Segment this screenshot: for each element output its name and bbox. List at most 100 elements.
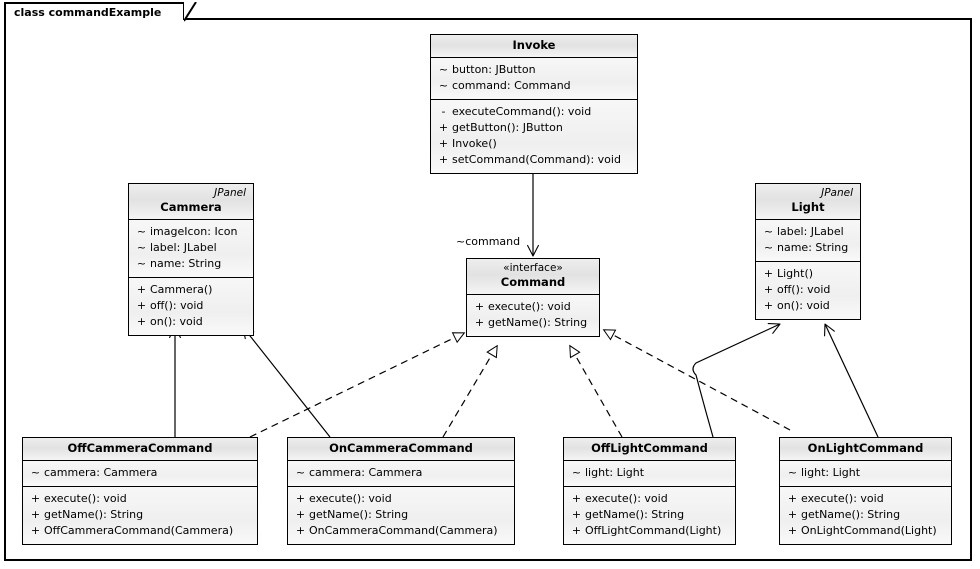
operation-row: + Light(): [760, 266, 856, 282]
attributes-section-light: ~ label: JLabel ~ name: String: [756, 220, 860, 261]
operation-row: + getName(): String: [292, 507, 510, 523]
visibility-marker: ~: [763, 241, 774, 254]
attribute-row: ~ light: Light: [568, 465, 731, 481]
operation-row: + getName(): String: [568, 507, 731, 523]
operation-row: + execute(): void: [292, 491, 510, 507]
attribute-row: ~ label: JLabel: [760, 224, 856, 240]
visibility-marker: ~: [30, 466, 41, 479]
visibility-marker: -: [441, 105, 446, 118]
attribute-text: imageIcon: Icon: [150, 225, 238, 238]
operations-section-invoke: - executeCommand(): void + getButton(): …: [431, 99, 637, 173]
relationship-offcammeracommand-command: [250, 333, 464, 437]
visibility-marker: +: [136, 315, 147, 328]
operation-row: + getName(): String: [27, 507, 253, 523]
operation-row: + off(): void: [133, 298, 249, 314]
attribute-text: light: Light: [585, 466, 645, 479]
operation-text: getName(): String: [801, 508, 901, 521]
visibility-marker: +: [787, 508, 798, 521]
operation-text: getName(): String: [44, 508, 144, 521]
attributes-section-onlightcommand: ~ light: Light: [780, 461, 951, 486]
class-header-cammera: JPanel Cammera: [129, 184, 253, 220]
operations-section-onlightcommand: + execute(): void + getName(): String + …: [780, 486, 951, 544]
visibility-marker: +: [474, 300, 485, 313]
operation-text: OffCammeraCommand(Cammera): [44, 524, 234, 537]
operation-text: Cammera(): [150, 283, 213, 296]
visibility-marker: +: [295, 508, 306, 521]
operations-section-offlightcommand: + execute(): void + getName(): String + …: [564, 486, 735, 544]
class-box-offcammeracommand[interactable]: OffCammeraCommand ~ cammera: Cammera + e…: [22, 437, 258, 545]
operation-text: execute(): void: [309, 492, 392, 505]
visibility-marker: +: [571, 508, 582, 521]
relationship-oncammeracommand-cammera: [243, 327, 330, 437]
visibility-marker: ~: [136, 225, 147, 238]
diagram-frame-tab: class commandExample: [4, 2, 186, 20]
class-box-onlightcommand[interactable]: OnLightCommand ~ light: Light + execute(…: [779, 437, 952, 545]
attribute-text: light: Light: [801, 466, 861, 479]
attribute-text: cammera: Cammera: [44, 466, 158, 479]
visibility-marker: ~: [438, 79, 449, 92]
class-name-invoke: Invoke: [512, 38, 556, 52]
operation-row: - executeCommand(): void: [435, 104, 633, 120]
visibility-marker: +: [787, 492, 798, 505]
operation-text: execute(): void: [488, 300, 571, 313]
operations-section-offcammeracommand: + execute(): void + getName(): String + …: [23, 486, 257, 544]
class-header-command: «interface» Command: [467, 259, 599, 295]
operation-row: + execute(): void: [568, 491, 731, 507]
class-box-light[interactable]: JPanel Light ~ label: JLabel ~ name: Str…: [755, 183, 861, 320]
diagram-frame-label: class commandExample: [14, 5, 162, 19]
class-name-offcammeracommand: OffCammeraCommand: [67, 441, 213, 455]
operation-row: + Invoke(): [435, 136, 633, 152]
class-header-oncammeracommand: OnCammeraCommand: [288, 438, 514, 461]
class-name-oncammeracommand: OnCammeraCommand: [329, 441, 473, 455]
operation-text: execute(): void: [801, 492, 884, 505]
attribute-text: button: JButton: [452, 63, 536, 76]
operation-text: setCommand(Command): void: [452, 153, 621, 166]
operation-text: getName(): String: [488, 316, 588, 329]
class-box-cammera[interactable]: JPanel Cammera ~ imageIcon: Icon ~ label…: [128, 183, 254, 336]
attribute-row: ~ cammera: Cammera: [27, 465, 253, 481]
visibility-marker: +: [571, 524, 582, 537]
class-header-invoke: Invoke: [431, 35, 637, 58]
attributes-section-invoke: ~ button: JButton ~ command: Command: [431, 58, 637, 99]
attribute-text: label: JLabel: [150, 241, 217, 254]
operation-row: + getButton(): JButton: [435, 120, 633, 136]
attribute-text: cammera: Cammera: [309, 466, 423, 479]
operation-row: + OffLightCommand(Light): [568, 523, 731, 539]
class-box-oncammeracommand[interactable]: OnCammeraCommand ~ cammera: Cammera + ex…: [287, 437, 515, 545]
visibility-marker: +: [787, 524, 798, 537]
operation-text: execute(): void: [585, 492, 668, 505]
attribute-text: name: String: [150, 257, 222, 270]
attribute-row: ~ cammera: Cammera: [292, 465, 510, 481]
attribute-text: name: String: [777, 241, 849, 254]
class-name-command: Command: [500, 275, 566, 289]
visibility-marker: +: [438, 137, 449, 150]
relationship-onlightcommand-light: [825, 324, 878, 437]
class-box-offlightcommand[interactable]: OffLightCommand ~ light: Light + execute…: [563, 437, 736, 545]
attributes-section-offcammeracommand: ~ cammera: Cammera: [23, 461, 257, 486]
frame-tab-corner-icon: [184, 2, 200, 22]
operation-row: + getName(): String: [471, 315, 595, 331]
visibility-marker: +: [30, 524, 41, 537]
operations-section-command: + execute(): void + getName(): String: [467, 295, 599, 336]
relationship-oncammeracommand-command: [443, 346, 497, 437]
operation-text: on(): void: [150, 315, 203, 328]
class-box-invoke[interactable]: Invoke ~ button: JButton ~ command: Comm…: [430, 34, 638, 174]
class-header-light: JPanel Light: [756, 184, 860, 220]
operation-row: + setCommand(Command): void: [435, 152, 633, 168]
operation-text: OnCammeraCommand(Cammera): [309, 524, 498, 537]
visibility-marker: ~: [136, 241, 147, 254]
operation-row: + getName(): String: [784, 507, 947, 523]
operation-row: + execute(): void: [471, 299, 595, 315]
operation-text: on(): void: [777, 299, 830, 312]
operation-text: Light(): [777, 267, 814, 280]
relationship-offlightcommand-light: [693, 324, 780, 437]
visibility-marker: +: [295, 492, 306, 505]
class-box-command[interactable]: «interface» Command + execute(): void + …: [466, 258, 600, 337]
attribute-row: ~ name: String: [133, 256, 249, 272]
class-header-offlightcommand: OffLightCommand: [564, 438, 735, 461]
class-stereotype-command: «interface»: [503, 262, 563, 274]
operation-row: + execute(): void: [27, 491, 253, 507]
visibility-marker: +: [30, 492, 41, 505]
